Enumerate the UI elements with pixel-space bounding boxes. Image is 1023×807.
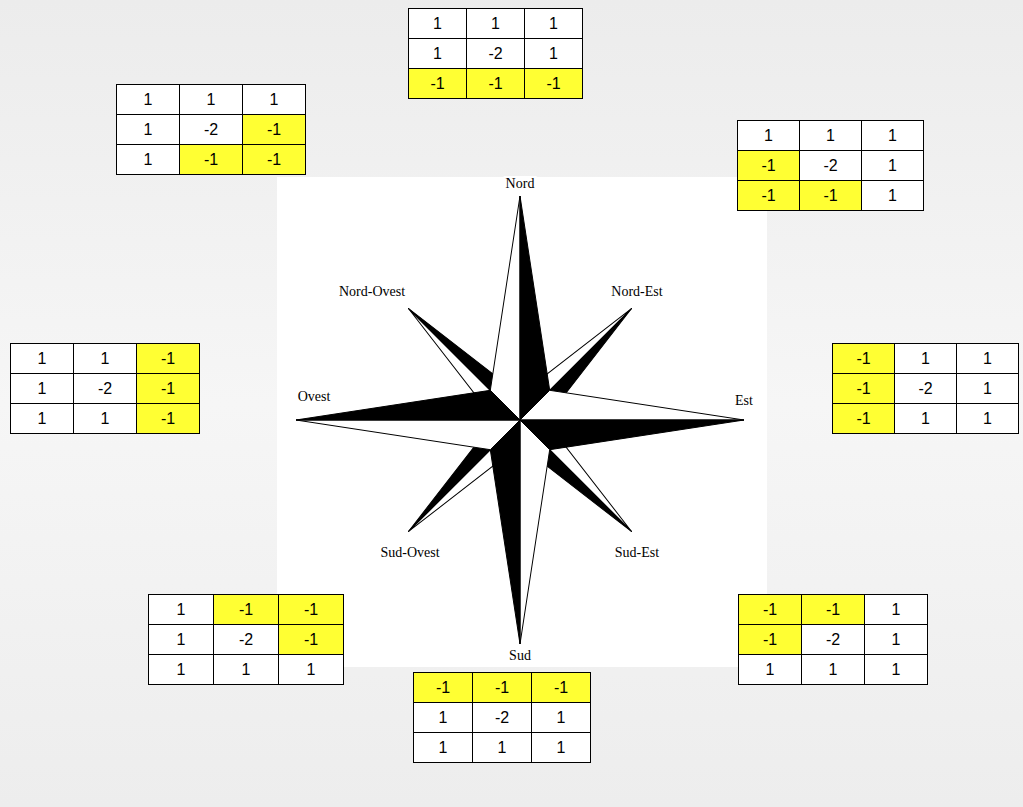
- matrix-cell: 1: [10, 373, 74, 404]
- matrix-cell: 1: [861, 120, 924, 151]
- matrix-cell: 1: [116, 144, 180, 175]
- matrix-cell: -1: [799, 180, 862, 211]
- matrix-cell: -1: [738, 594, 802, 625]
- matrix-cell: -1: [832, 343, 895, 374]
- matrix-cell: 1: [10, 343, 74, 374]
- matrix-cell: 1: [116, 84, 180, 115]
- matrix-cell: 1: [466, 8, 525, 39]
- matrix-cell: 1: [413, 732, 473, 763]
- matrix-cell: -1: [413, 672, 473, 703]
- matrix-cell: 1: [472, 732, 532, 763]
- matrix-cell: 1: [408, 8, 467, 39]
- matrix-cell: -1: [213, 594, 279, 625]
- matrix-cell: 1: [10, 403, 74, 434]
- compass-star: [296, 196, 744, 644]
- matrix-cell: -2: [213, 624, 279, 655]
- matrix-cell: 1: [861, 180, 924, 211]
- matrix-cell: 1: [148, 654, 214, 685]
- matrix-cell: 1: [73, 403, 137, 434]
- matrix-cell: -1: [737, 180, 800, 211]
- matrix-cell: -1: [801, 594, 865, 625]
- matrix-cell: 1: [894, 343, 957, 374]
- matrix-cell: -1: [466, 68, 525, 99]
- matrix-cell: 1: [531, 702, 591, 733]
- compass-label: Sud-Ovest: [378, 545, 441, 561]
- matrix-cell: 1: [148, 624, 214, 655]
- matrix-cell: 1: [956, 373, 1019, 404]
- matrix-cell: 1: [408, 38, 467, 69]
- matrix-cell: -1: [136, 403, 200, 434]
- compass-label: Sud-Est: [613, 545, 661, 561]
- matrix-cell: 1: [116, 114, 180, 145]
- compass-label: Sud: [507, 648, 533, 664]
- matrix-cell: 1: [956, 403, 1019, 434]
- matrix-cell: -1: [738, 624, 802, 655]
- matrix-cell: -2: [179, 114, 243, 145]
- compass-label: Nord-Ovest: [337, 284, 407, 300]
- compass-label: Ovest: [296, 389, 333, 405]
- compass-label: Nord-Est: [609, 284, 664, 300]
- matrix-cell: -2: [799, 150, 862, 181]
- matrix-cell: -1: [737, 150, 800, 181]
- matrix-cell: -1: [179, 144, 243, 175]
- matrix-cell: -2: [801, 624, 865, 655]
- matrix-cell: 1: [242, 84, 306, 115]
- matrix-cell: 1: [73, 343, 137, 374]
- matrix-cell: 1: [737, 120, 800, 151]
- matrix-cell: 1: [801, 654, 865, 685]
- matrix-cell: -1: [832, 403, 895, 434]
- matrix-cell: -1: [472, 672, 532, 703]
- matrix-cell: -2: [466, 38, 525, 69]
- matrix-cell: 1: [864, 624, 928, 655]
- matrix-cell: -1: [136, 343, 200, 374]
- matrix-cell: 1: [179, 84, 243, 115]
- matrix-cell: 1: [413, 702, 473, 733]
- matrix-cell: 1: [861, 150, 924, 181]
- matrix-cell: 1: [956, 343, 1019, 374]
- matrix-cell: -1: [242, 144, 306, 175]
- matrix-cell: -1: [408, 68, 467, 99]
- matrix-cell: -1: [832, 373, 895, 404]
- compass-label: Nord: [504, 176, 537, 192]
- matrix-cell: -2: [894, 373, 957, 404]
- matrix-cell: -2: [472, 702, 532, 733]
- matrix-cell: 1: [524, 38, 583, 69]
- compass-panel: [277, 177, 767, 667]
- matrix-cell: 1: [738, 654, 802, 685]
- matrix-cell: 1: [213, 654, 279, 685]
- matrix-cell: 1: [799, 120, 862, 151]
- matrix-cell: -1: [136, 373, 200, 404]
- matrix-cell: -2: [73, 373, 137, 404]
- matrix-cell: -1: [531, 672, 591, 703]
- matrix-cell: 1: [864, 654, 928, 685]
- matrix-cell: 1: [278, 654, 344, 685]
- matrix-cell: -1: [524, 68, 583, 99]
- matrix-cell: 1: [524, 8, 583, 39]
- matrix-cell: 1: [148, 594, 214, 625]
- matrix-cell: -1: [278, 624, 344, 655]
- compass-label: Est: [733, 393, 755, 409]
- matrix-cell: -1: [242, 114, 306, 145]
- matrix-cell: 1: [864, 594, 928, 625]
- matrix-cell: -1: [278, 594, 344, 625]
- matrix-cell: 1: [531, 732, 591, 763]
- matrix-cell: 1: [894, 403, 957, 434]
